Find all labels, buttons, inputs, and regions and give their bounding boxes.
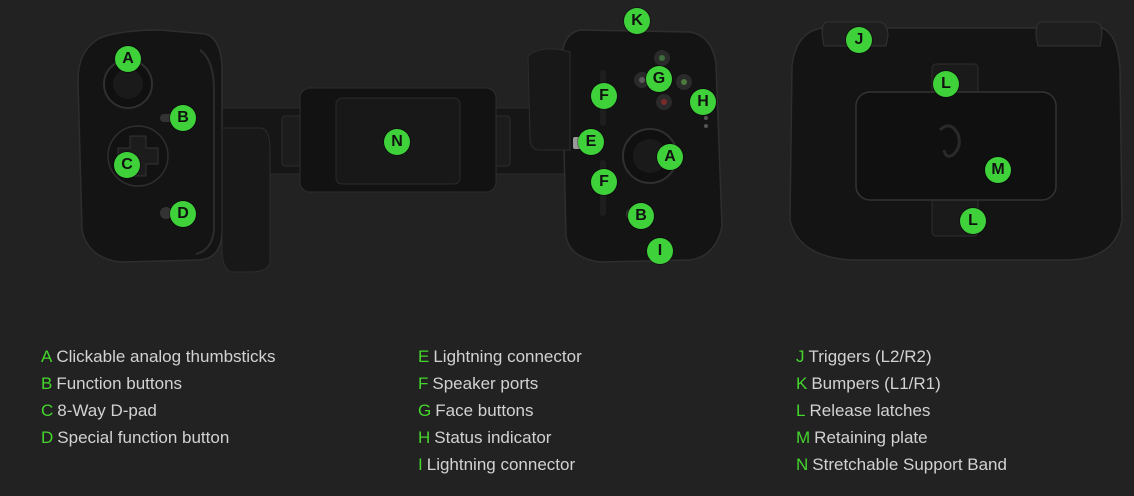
legend-text: Lightning connector [433, 347, 582, 366]
legend-text: Retaining plate [814, 428, 928, 447]
callout-i: I [647, 238, 673, 264]
legend-text: Status indicator [434, 428, 552, 447]
legend-text: Clickable analog thumbsticks [56, 347, 276, 366]
legend-text: Face buttons [435, 401, 534, 420]
legend-letter: K [796, 374, 808, 393]
left-connector-arm [221, 127, 271, 273]
legend-text: Release latches [809, 401, 931, 420]
legend-text: Special function button [57, 428, 230, 447]
callout-right-b: B [628, 203, 654, 229]
legend-letter: J [796, 347, 805, 366]
callout-e: E [578, 129, 604, 155]
callout-j: J [846, 27, 872, 53]
callout-left-a: A [115, 46, 141, 72]
legend-letter: L [796, 401, 806, 420]
legend-letter: C [41, 401, 54, 420]
callout-l-top: L [933, 71, 959, 97]
legend-letter: D [41, 428, 54, 447]
callout-l-bottom: L [960, 208, 986, 234]
legend-text: Speaker ports [432, 374, 539, 393]
callout-g: G [646, 66, 672, 92]
status-indicator-lights [704, 116, 708, 120]
retaining-plate [855, 91, 1057, 201]
callout-left-c: C [114, 152, 140, 178]
legend-letter: B [41, 374, 53, 393]
legend-letter: H [418, 428, 431, 447]
legend-text: Bumpers (L1/R1) [811, 374, 941, 393]
left-dpad [117, 135, 159, 177]
callout-left-b: B [170, 105, 196, 131]
legend-letter: E [418, 347, 430, 366]
right-connector-arm [527, 48, 571, 151]
legend-text: 8-Way D-pad [57, 401, 157, 420]
legend-letter: G [418, 401, 432, 420]
callout-right-a: A [657, 144, 683, 170]
legend-letter: N [796, 455, 809, 474]
callout-h: H [690, 89, 716, 115]
callout-n: N [384, 129, 410, 155]
left-grip-edge [195, 49, 215, 255]
callout-m: M [985, 157, 1011, 183]
legend-letter: A [41, 347, 53, 366]
razer-logo [938, 124, 961, 158]
callout-f-bottom: F [591, 169, 617, 195]
callout-f-top: F [591, 83, 617, 109]
controller-illustration: A B C D K G F H E A F B I N J L M L [77, 8, 1123, 273]
controller-drawing [77, 21, 1123, 273]
legend-text: Stretchable Support Band [812, 455, 1007, 474]
legend-text: Function buttons [56, 374, 183, 393]
callout-k: K [624, 8, 650, 34]
trigger-right [1035, 21, 1103, 47]
legend-letter: M [796, 428, 811, 447]
legend-letter: I [418, 455, 423, 474]
legend-text: Triggers (L2/R2) [808, 347, 932, 366]
legend-text: Lightning connector [426, 455, 576, 474]
callout-left-d: D [170, 201, 196, 227]
left-special-button [160, 207, 172, 219]
legend-letter: F [418, 374, 429, 393]
